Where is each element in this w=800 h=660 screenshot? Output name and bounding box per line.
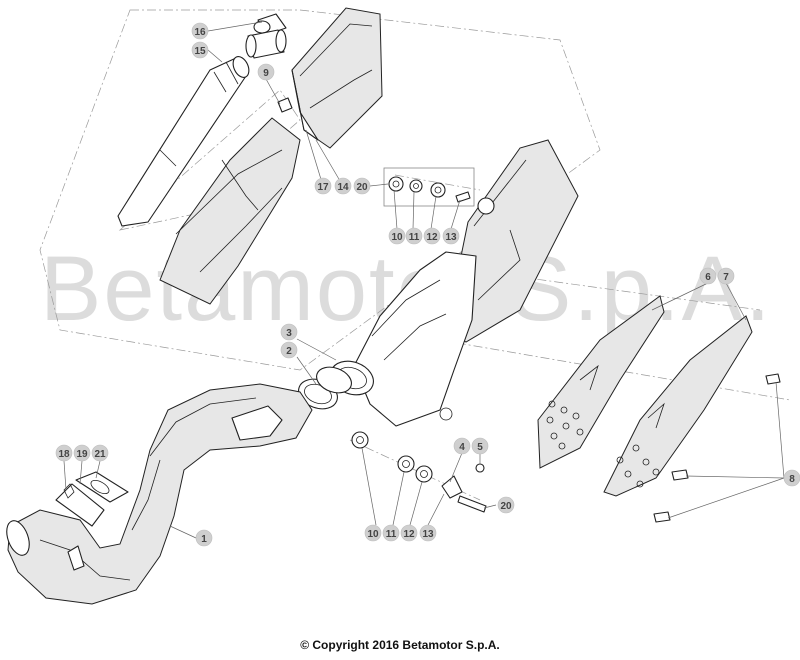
callout-20-lower: 20: [497, 496, 515, 514]
heat-shield-upper: [291, 7, 383, 149]
copyright-notice: © Copyright 2016 Betamotor S.p.A.: [300, 638, 500, 652]
callout-20-upper: 20: [353, 177, 371, 195]
callout-18: 18: [55, 444, 73, 462]
callout-16: 16: [191, 22, 209, 40]
callout-8: 8: [783, 469, 800, 487]
bushing-part-15: [245, 29, 287, 59]
callout-label: 4: [459, 442, 465, 453]
screw-part-9: [277, 97, 293, 113]
flange-gasket-group: [63, 471, 129, 503]
washer-group-lower: [351, 431, 487, 513]
callout-label: 7: [723, 272, 729, 283]
callout-label: 11: [386, 529, 397, 540]
callout-label: 10: [367, 529, 379, 540]
callout-label: 12: [426, 232, 438, 243]
callout-1: 1: [195, 529, 213, 547]
callout-label: 6: [705, 272, 711, 283]
callout-label: 3: [286, 328, 292, 339]
leader-lines: [63, 21, 785, 539]
callout-label: 16: [194, 27, 206, 38]
callout-label: 8: [789, 474, 795, 485]
callout-label: 5: [477, 442, 483, 453]
callout-17: 17: [314, 177, 332, 195]
callout-12-lower: 12: [400, 524, 418, 542]
callout-11-lower: 11: [382, 524, 400, 542]
callout-21: 21: [91, 444, 109, 462]
callout-label: 13: [445, 232, 457, 243]
callout-label: 14: [337, 182, 349, 193]
callout-13-lower: 13: [419, 524, 437, 542]
callout-label: 17: [317, 182, 329, 193]
callout-13-upper: 13: [442, 227, 460, 245]
callout-12-upper: 12: [423, 227, 441, 245]
callout-15: 15: [191, 41, 209, 59]
callout-label: 20: [500, 501, 512, 512]
callout-7: 7: [717, 267, 735, 285]
callout-label: 12: [403, 529, 415, 540]
callout-10-upper: 10: [388, 227, 406, 245]
callout-3: 3: [280, 323, 298, 341]
callout-label: 13: [422, 529, 434, 540]
inner-tube: [117, 56, 250, 227]
gasket-rings: [298, 366, 352, 410]
bolts-part-8: [653, 373, 781, 523]
muffler-body-shell: [159, 117, 301, 305]
callout-label: 9: [263, 68, 269, 79]
callout-label: 1: [201, 534, 207, 545]
callout-6: 6: [699, 267, 717, 285]
exhaust-header-pipe: [6, 383, 313, 605]
callout-label: 19: [76, 449, 88, 460]
callout-10-lower: 10: [364, 524, 382, 542]
callout-11-upper: 11: [405, 227, 423, 245]
callout-4: 4: [453, 437, 471, 455]
callout-label: 10: [391, 232, 403, 243]
callout-label: 15: [194, 46, 206, 57]
callout-label: 20: [356, 182, 368, 193]
heat-guard-plates: [537, 295, 753, 497]
callout-label: 18: [58, 449, 70, 460]
callout-label: 2: [286, 346, 292, 357]
washer-group-upper: [383, 167, 475, 207]
callout-9: 9: [257, 63, 275, 81]
callout-label: 21: [94, 449, 106, 460]
callout-2: 2: [280, 341, 298, 359]
callout-19: 19: [73, 444, 91, 462]
callout-5: 5: [471, 437, 489, 455]
callout-14: 14: [334, 177, 352, 195]
callout-label: 11: [409, 232, 420, 243]
